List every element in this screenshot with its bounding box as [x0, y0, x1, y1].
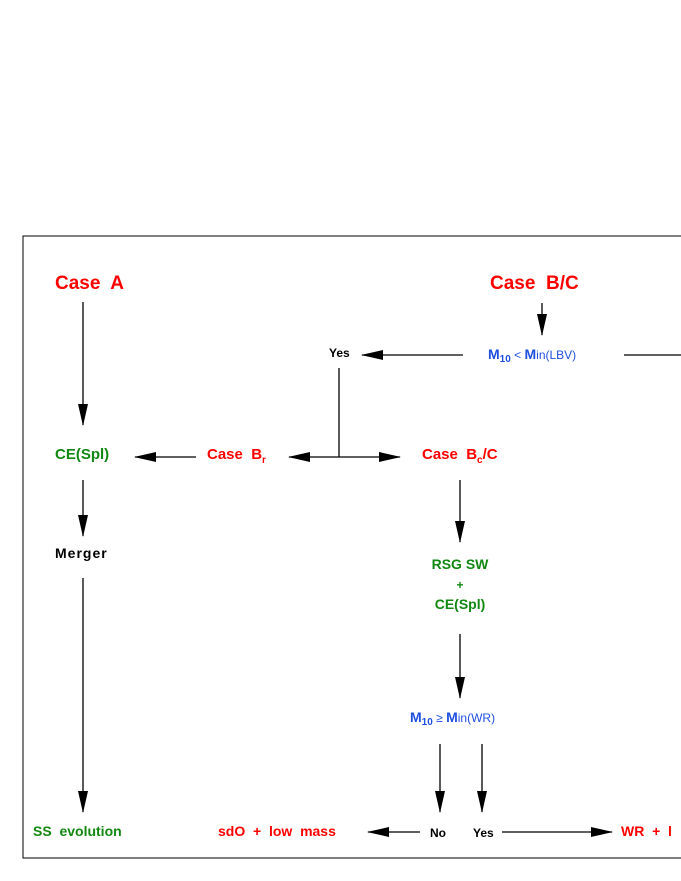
node-case-br: Case Br	[207, 446, 266, 466]
m10-top-M: M	[524, 346, 536, 362]
m10-top-m: M	[488, 346, 500, 362]
node-yes-top: Yes	[329, 346, 350, 360]
case-br-label: Case B	[207, 446, 262, 463]
node-rsg-sw: RSG SW	[432, 556, 490, 572]
case-bc2-sub: c	[477, 455, 483, 466]
diagram-frame	[22, 235, 681, 859]
m10-top-rest: in(LBV)	[536, 348, 576, 362]
node-plus: +	[456, 578, 463, 592]
node-no: No	[430, 826, 446, 840]
node-ce-spl-mid: CE(Spl)	[435, 596, 486, 612]
m10-bot-m: M	[410, 709, 422, 725]
node-case-a: Case A	[55, 273, 124, 294]
m10-top-sub: 10	[500, 354, 512, 365]
node-ce-spl-left: CE(Spl)	[55, 446, 109, 463]
m10-bot-sub: 10	[422, 717, 434, 728]
node-merger: Merger	[55, 545, 108, 561]
m10-bot-M: M	[446, 709, 458, 725]
case-bc2-rest: /C	[483, 446, 498, 463]
case-br-sub: r	[262, 455, 266, 466]
m10-bot-rel: ≥	[433, 711, 446, 725]
m10-bot-rest: in(WR)	[458, 711, 495, 725]
node-wr-plus: WR + l	[621, 823, 672, 839]
m10-top-rel: <	[511, 348, 525, 362]
case-bc2-label: Case B	[422, 446, 477, 463]
node-case-bc2: Case Bc/C	[422, 446, 498, 466]
node-case-bc: Case B/C	[490, 273, 579, 294]
node-sdo-low-mass: sdO + low mass	[218, 823, 336, 839]
node-yes-bottom: Yes	[473, 826, 494, 840]
node-ss-evolution: SS evolution	[33, 823, 122, 839]
node-m10-wr: M10 ≥ Min(WR)	[410, 709, 495, 728]
node-m10-lbv: M10 < Min(LBV)	[488, 346, 576, 365]
